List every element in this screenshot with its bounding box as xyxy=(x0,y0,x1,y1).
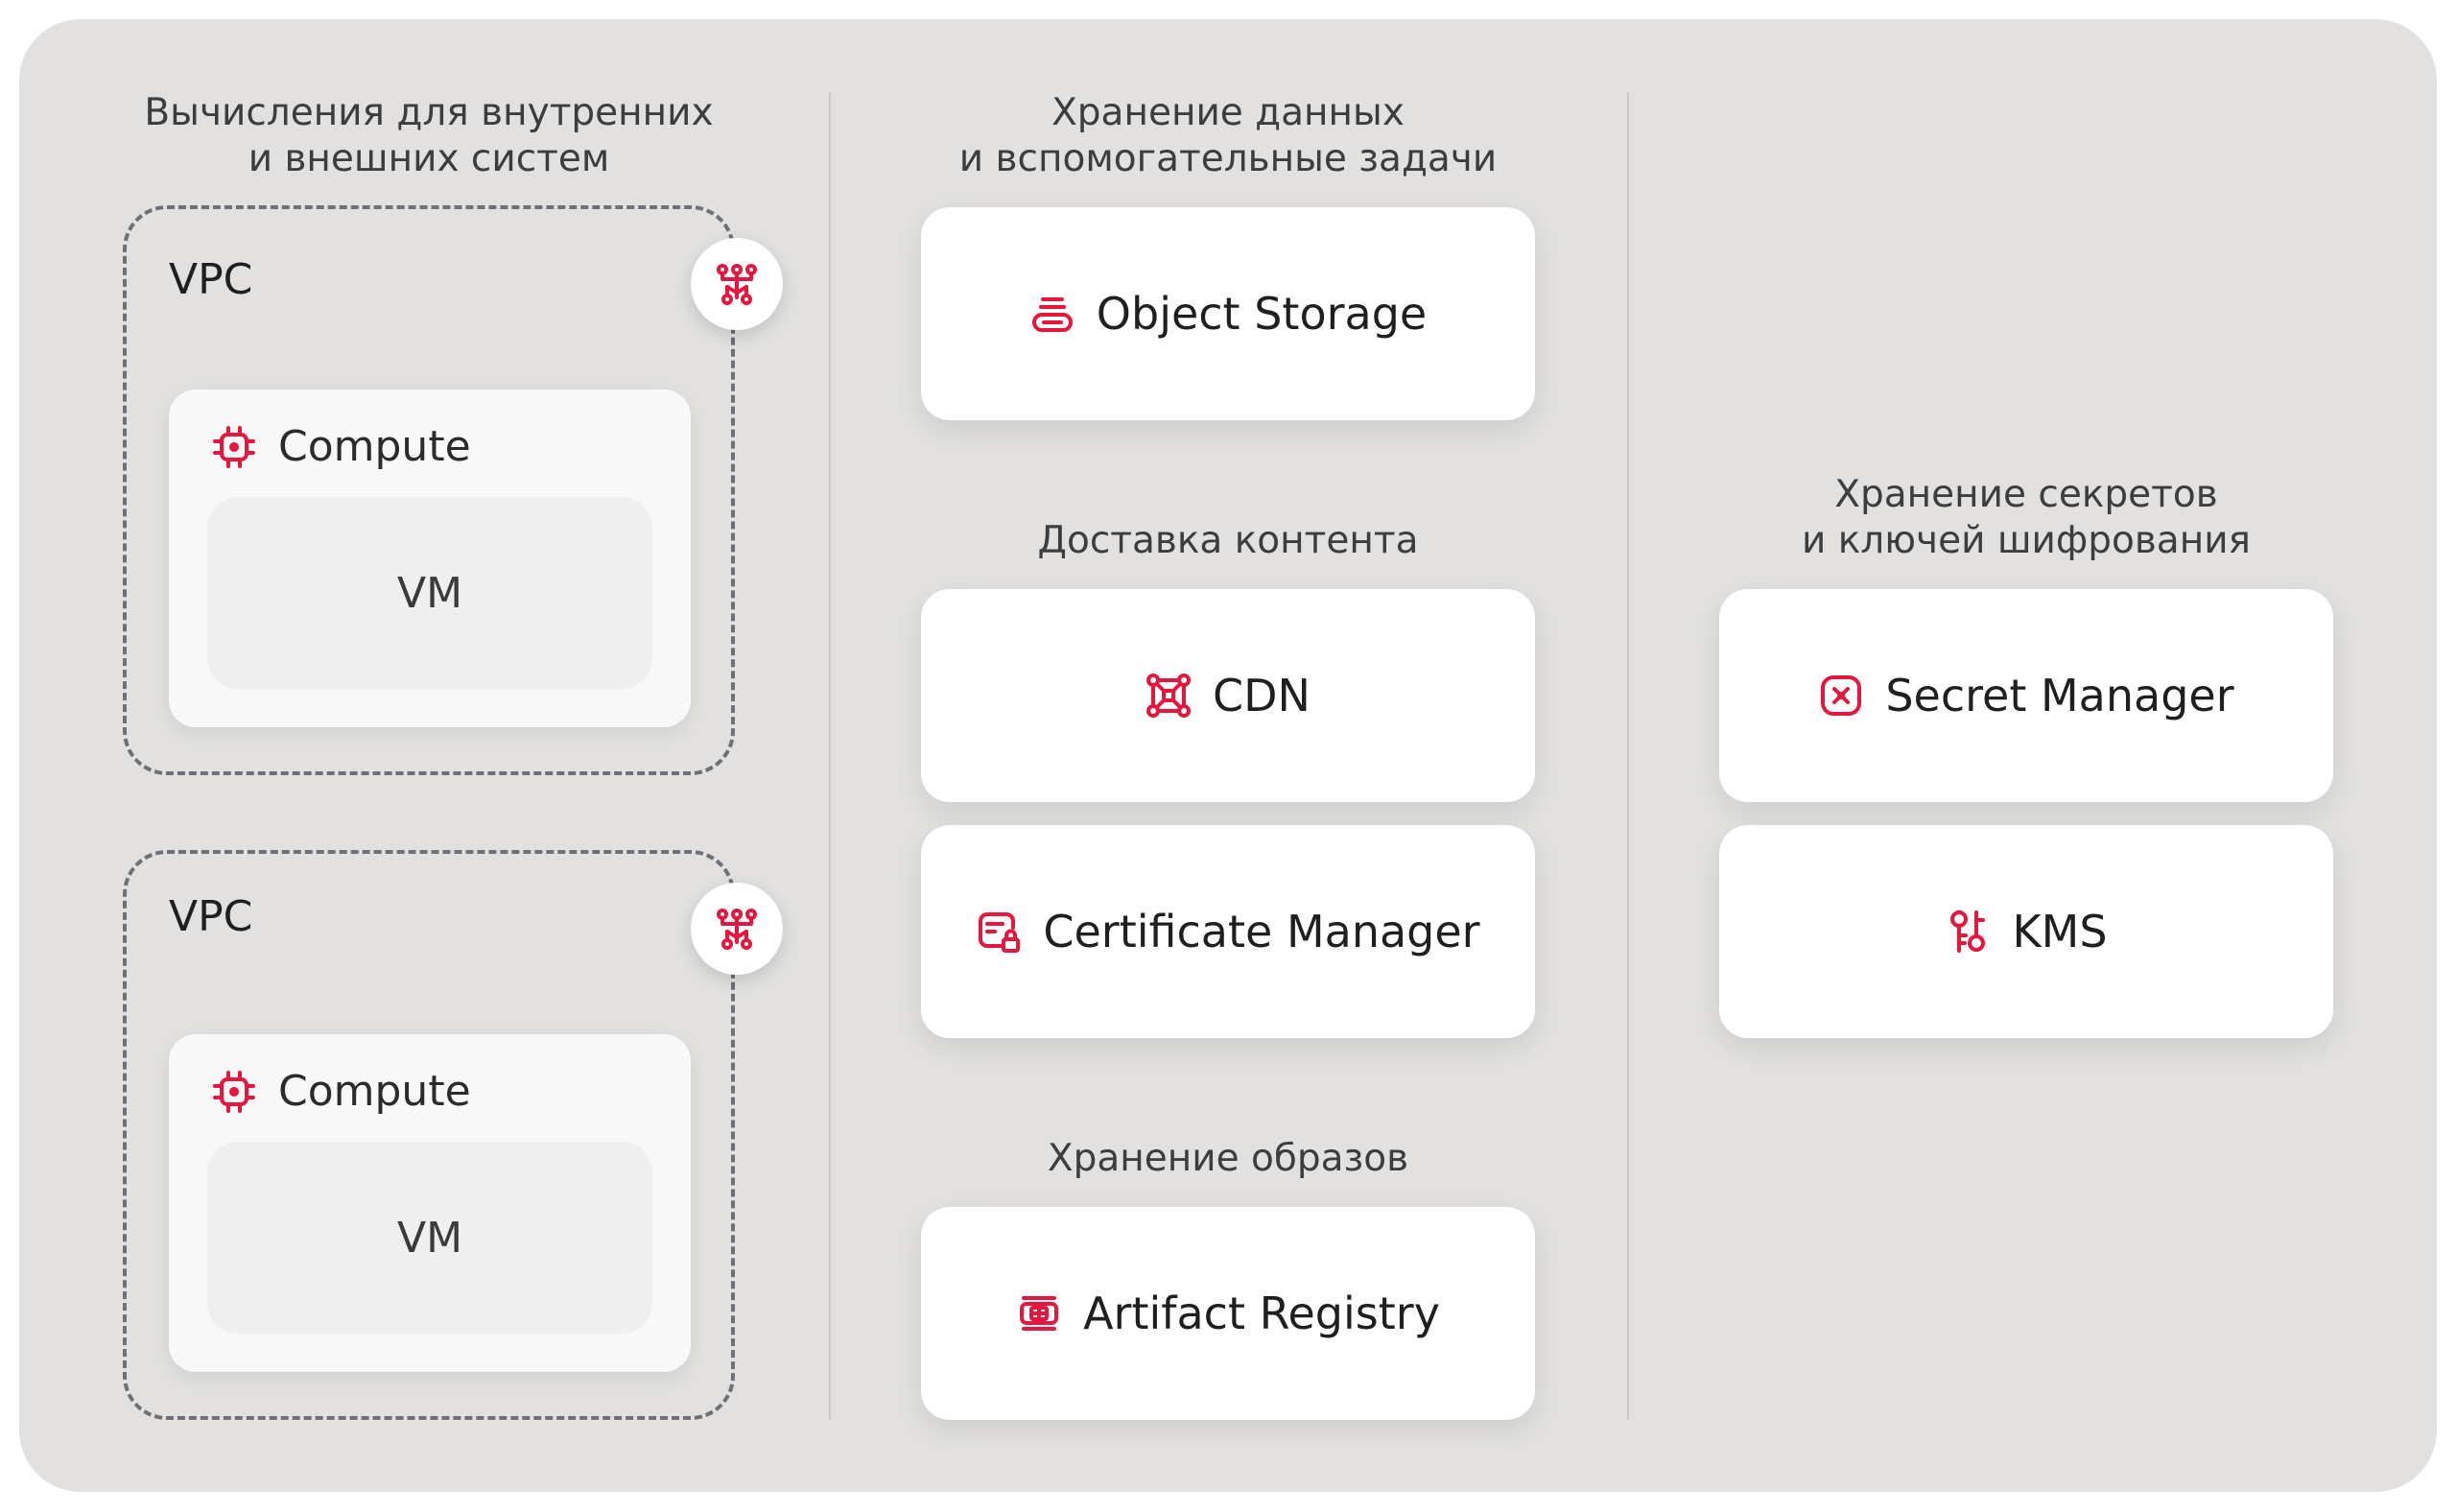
service-card-certificate-manager: Certificate Manager xyxy=(921,825,1535,1038)
service-name: Artifact Registry xyxy=(1083,1288,1440,1339)
secret-icon xyxy=(1818,673,1864,719)
chip-icon xyxy=(211,424,257,470)
certificate-icon xyxy=(976,909,1022,955)
service-card-cdn: CDN xyxy=(921,589,1535,802)
service-card-artifact-registry: Artifact Registry xyxy=(921,1207,1535,1420)
registry-group-label: Хранение образов xyxy=(1047,1137,1409,1180)
compute-block: Compute VM xyxy=(169,390,691,727)
network-icon xyxy=(691,883,783,975)
vpc-boundary xyxy=(123,850,735,1420)
service-name: CDN xyxy=(1213,670,1311,721)
cdn-group-label: Доставка контента xyxy=(1037,519,1419,562)
service-name: Object Storage xyxy=(1096,288,1428,340)
key-icon xyxy=(1945,909,1991,955)
service-name: Secret Manager xyxy=(1885,670,2234,721)
service-card-kms: KMS xyxy=(1719,825,2333,1038)
compute-title: Compute xyxy=(211,1067,471,1116)
compute-column-label: Вычисления для внутренних и внешних сист… xyxy=(144,91,714,180)
storage-group-label: Хранение данных и вспомогательные задачи xyxy=(958,91,1498,180)
service-name: Certificate Manager xyxy=(1043,906,1480,957)
vm-block: VM xyxy=(207,497,652,689)
column-divider-right xyxy=(1627,92,1629,1420)
cdn-icon xyxy=(1145,673,1192,719)
compute-label: Compute xyxy=(278,422,471,471)
service-card-object-storage: Object Storage xyxy=(921,207,1535,420)
compute-label: Compute xyxy=(278,1067,471,1116)
storage-icon xyxy=(1029,291,1075,337)
vpc-label: VPC xyxy=(169,892,253,941)
vpc-label: VPC xyxy=(169,255,253,304)
service-card-secret-manager: Secret Manager xyxy=(1719,589,2333,802)
compute-title: Compute xyxy=(211,422,471,471)
column-divider-left xyxy=(829,92,831,1420)
security-column-label: Хранение секретов и ключей шифрования xyxy=(1801,473,2252,562)
chip-icon xyxy=(211,1069,257,1115)
service-name: KMS xyxy=(2012,906,2108,957)
network-icon xyxy=(691,238,783,330)
vm-block: VM xyxy=(207,1142,652,1334)
compute-block: Compute VM xyxy=(169,1034,691,1372)
vpc-boundary xyxy=(123,205,735,775)
registry-icon xyxy=(1016,1290,1062,1336)
